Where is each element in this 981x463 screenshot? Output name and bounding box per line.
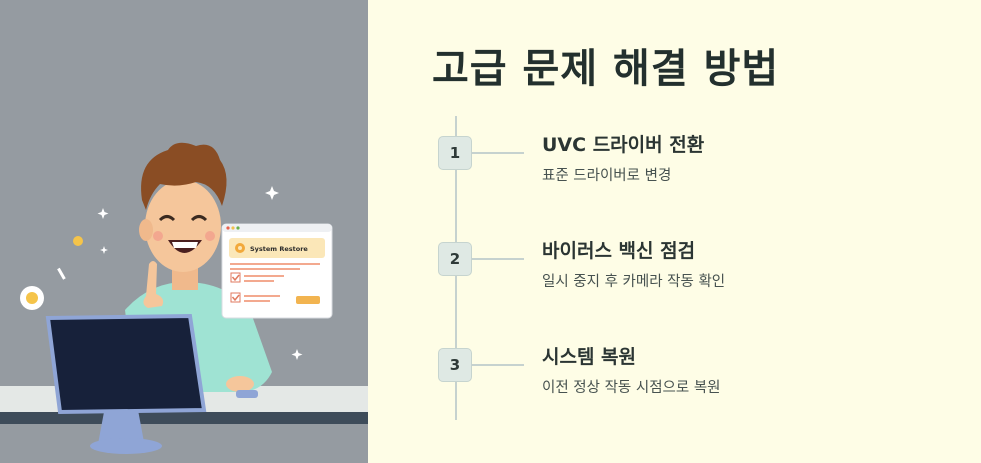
step-connector	[471, 364, 524, 366]
step-item: 1 UVC 드라이버 전환 표준 드라이버로 변경	[438, 134, 958, 206]
illustration-panel: System Restore	[0, 0, 368, 463]
step-connector	[471, 258, 524, 260]
step-description: 표준 드라이버로 변경	[542, 168, 672, 184]
monitor	[45, 313, 207, 454]
flower-icon	[20, 286, 44, 310]
step-connector	[471, 152, 524, 154]
content-panel: 고급 문제 해결 방법 1 UVC 드라이버 전환 표준 드라이버로 변경 2 …	[368, 0, 981, 463]
step-title: 시스템 복원	[542, 346, 637, 368]
page-title: 고급 문제 해결 방법	[432, 46, 780, 92]
step-title: 바이러스 백신 점검	[542, 240, 696, 262]
step-description: 일시 중지 후 카메라 작동 확인	[542, 274, 726, 290]
step-item: 2 바이러스 백신 점검 일시 중지 후 카메라 작동 확인	[438, 240, 958, 312]
person-at-computer-illustration: System Restore	[0, 142, 368, 463]
step-number-badge: 2	[438, 242, 472, 276]
face	[145, 180, 221, 272]
hair	[141, 142, 227, 210]
system-restore-label: System Restore	[250, 245, 308, 253]
step-number-badge: 3	[438, 348, 472, 382]
sparkle-icon	[97, 186, 303, 360]
system-restore-window: System Restore	[221, 223, 333, 319]
desk-edge	[0, 412, 368, 424]
mouse	[236, 390, 258, 398]
step-title: UVC 드라이버 전환	[542, 134, 705, 156]
step-item: 3 시스템 복원 이전 정상 작동 시점으로 복원	[438, 346, 958, 418]
step-number-badge: 1	[438, 136, 472, 170]
flower-icon	[73, 236, 83, 246]
step-description: 이전 정상 작동 시점으로 복원	[542, 380, 721, 396]
pointing-hand	[143, 261, 164, 308]
